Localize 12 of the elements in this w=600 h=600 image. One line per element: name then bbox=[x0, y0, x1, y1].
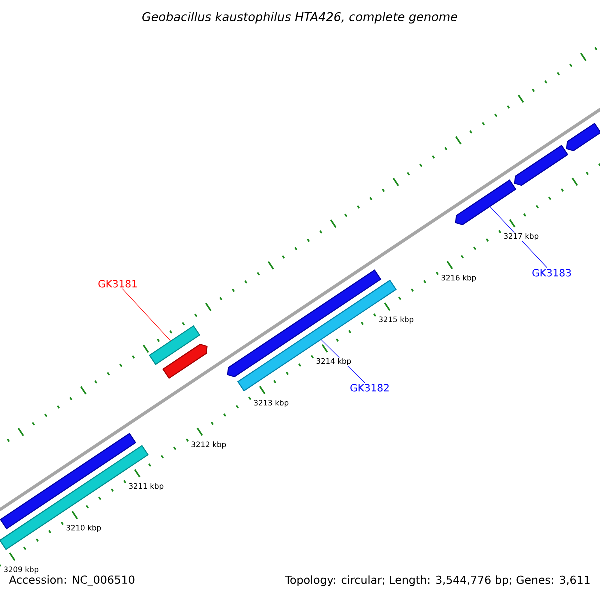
gene-bar bbox=[0, 445, 149, 550]
footer-text: Accession: NC_006510 bbox=[8, 574, 136, 588]
gene-label: GK3182 bbox=[350, 384, 389, 392]
gene-label: GK3183 bbox=[532, 269, 572, 277]
gene-bar bbox=[162, 344, 208, 380]
leader-line bbox=[122, 288, 171, 342]
gene-bar bbox=[566, 122, 600, 152]
gene-bar bbox=[455, 180, 517, 226]
title: Geobacillus kaustophilus HTA426, complete genome bbox=[142, 12, 458, 24]
gene-label: GK3181 bbox=[98, 280, 137, 288]
footer-text: Topology: circular; Length: 3,544,776 bp; Genes: 3,611 bbox=[284, 574, 592, 588]
gene-bar bbox=[514, 144, 569, 186]
